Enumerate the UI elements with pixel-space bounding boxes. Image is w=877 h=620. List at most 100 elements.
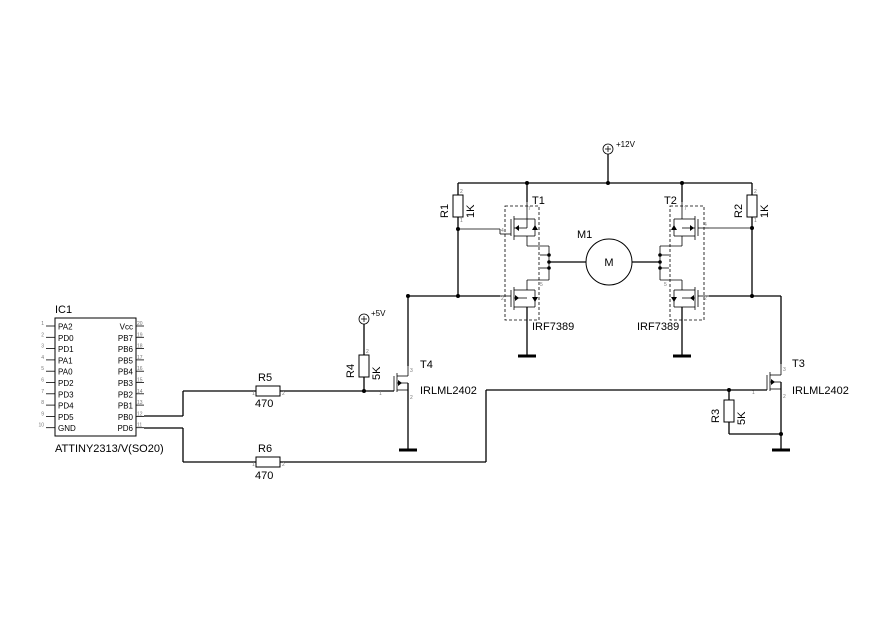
ic1-part: ATTINY2313/V(SO20) xyxy=(55,443,164,455)
svg-text:1: 1 xyxy=(252,391,255,397)
motor-ref: M1 xyxy=(577,229,592,241)
svg-text:1: 1 xyxy=(379,391,382,397)
r6-value: 470 xyxy=(255,470,273,482)
t4-part: IRLML2402 xyxy=(420,385,477,397)
t1-ref: T1 xyxy=(532,195,545,207)
svg-text:2: 2 xyxy=(754,189,757,195)
ic1-right-pin-number: 18 xyxy=(137,344,143,350)
resistor-r5: 1 2 R5 470 xyxy=(252,372,285,410)
ic1-right-pin-number: 12 xyxy=(137,411,143,417)
ic1-right-pin-number: 19 xyxy=(137,332,143,338)
ic1-right-pin-label: PB4 xyxy=(118,368,134,377)
ic1-right-pin-number: 13 xyxy=(137,400,143,406)
svg-text:1: 1 xyxy=(460,218,463,224)
r6-ref: R6 xyxy=(258,443,272,455)
svg-text:3: 3 xyxy=(783,367,786,373)
ic1-left-pin-number: 6 xyxy=(41,378,44,384)
resistor-r1: 2 1 R1 1K xyxy=(439,189,477,224)
ic1-left-pin-label: PD1 xyxy=(58,345,74,354)
t2-ref: T2 xyxy=(664,195,677,207)
ic1-right-pin-number: 11 xyxy=(137,423,142,429)
r2-ref: R2 xyxy=(733,204,745,218)
supply-5v-label: +5V xyxy=(371,309,386,318)
mosfet-t4: 3 2 1 T4 IRLML2402 xyxy=(362,359,477,450)
ic1-left-pin-label: PD4 xyxy=(58,402,74,411)
svg-text:5: 5 xyxy=(664,282,667,288)
svg-text:2: 2 xyxy=(501,296,504,302)
ic1-right-pin-number: 17 xyxy=(137,355,143,361)
r1-value: 1K xyxy=(465,204,477,218)
motor-m1: M M1 xyxy=(549,229,660,286)
svg-text:7: 7 xyxy=(528,206,531,212)
ic1-right-pin-label: Vcc xyxy=(120,323,133,332)
ic1-left-pin-label: PA0 xyxy=(58,368,73,377)
svg-text:2: 2 xyxy=(282,462,285,468)
r2-value: 1K xyxy=(759,204,771,218)
ic1-left-pin-label: PD5 xyxy=(58,413,74,422)
r3-ref: R3 xyxy=(710,409,722,423)
ic1-left-pin-label: GND xyxy=(58,424,76,433)
svg-text:2: 2 xyxy=(282,391,285,397)
r4-value: 5K xyxy=(371,366,383,380)
ic1-right-pin-number: 14 xyxy=(137,389,143,395)
t4-ref: T4 xyxy=(420,359,433,371)
supply-12v: +12V xyxy=(602,140,636,183)
t3-ref: T3 xyxy=(792,358,805,370)
svg-text:7: 7 xyxy=(684,206,687,212)
ic1-right-pin-number: 15 xyxy=(137,378,143,384)
ic1-left-pin-label: PD3 xyxy=(58,390,74,399)
ic1-right-pin-number: 20 xyxy=(137,321,143,327)
t3-part: IRLML2402 xyxy=(792,385,849,397)
ic1-right-pin-number: 16 xyxy=(137,366,143,372)
r1-ref: R1 xyxy=(439,204,451,218)
mosfet-pair-t2: T2 IRF7389 7 4 xyxy=(637,195,709,356)
svg-text:2: 2 xyxy=(410,395,413,401)
r5-value: 470 xyxy=(255,398,273,410)
svg-text:1: 1 xyxy=(752,390,755,396)
ic1-right-pin-label: PD6 xyxy=(117,424,133,433)
ic1-right-pin-label: PB7 xyxy=(118,334,134,343)
svg-text:1: 1 xyxy=(754,218,757,224)
svg-text:4: 4 xyxy=(704,222,707,228)
signal-wires xyxy=(144,389,729,463)
svg-text:1: 1 xyxy=(252,462,255,468)
ic1-left-pin-number: 5 xyxy=(41,366,44,372)
resistor-r3: R3 5K xyxy=(710,388,781,435)
ic1-ref: IC1 xyxy=(55,304,72,316)
ic1-right-pin-label: PB3 xyxy=(118,379,134,388)
gate-drive-wires xyxy=(406,226,782,366)
svg-text:4: 4 xyxy=(501,228,504,234)
top-rail-wires xyxy=(457,181,753,296)
svg-text:5: 5 xyxy=(540,282,543,288)
t2-part: IRF7389 xyxy=(637,321,679,333)
ic1-left-pin-label: PD0 xyxy=(58,334,74,343)
resistor-r4: 2 R4 5K xyxy=(345,349,383,391)
ic1-left-pin-number: 9 xyxy=(41,411,44,417)
r5-ref: R5 xyxy=(258,372,272,384)
ic1-left-pin-label: PA2 xyxy=(58,323,73,332)
t1-part: IRF7389 xyxy=(532,321,574,333)
ic1-right-pin-label: PB6 xyxy=(118,345,134,354)
ic1-left-pin-number: 10 xyxy=(38,423,44,429)
supply-5v: +5V xyxy=(358,309,386,355)
resistor-r6: 1 2 R6 470 xyxy=(252,443,285,482)
svg-text:2: 2 xyxy=(366,349,369,355)
ic1-right-pin-label: PB5 xyxy=(118,356,134,365)
ic1-left-pin-label: PA1 xyxy=(58,356,73,365)
svg-text:2: 2 xyxy=(460,189,463,195)
ic1-left-pin-number: 3 xyxy=(41,344,44,350)
ic1-right-pin-label: PB1 xyxy=(118,402,134,411)
ic1-left-pin-number: 2 xyxy=(41,332,44,338)
supply-12v-label: +12V xyxy=(616,140,636,149)
mosfet-pair-t1: T1 IRF7389 7 4 xyxy=(500,195,574,356)
ic1-left-pin-label: PD2 xyxy=(58,379,74,388)
resistor-r2: 2 1 R2 1K xyxy=(733,189,771,224)
ic1-left-pin-number: 7 xyxy=(41,389,44,395)
svg-text:3: 3 xyxy=(410,368,413,374)
motor-symbol: M xyxy=(604,257,613,269)
ic1-left-pin-number: 8 xyxy=(41,400,44,406)
